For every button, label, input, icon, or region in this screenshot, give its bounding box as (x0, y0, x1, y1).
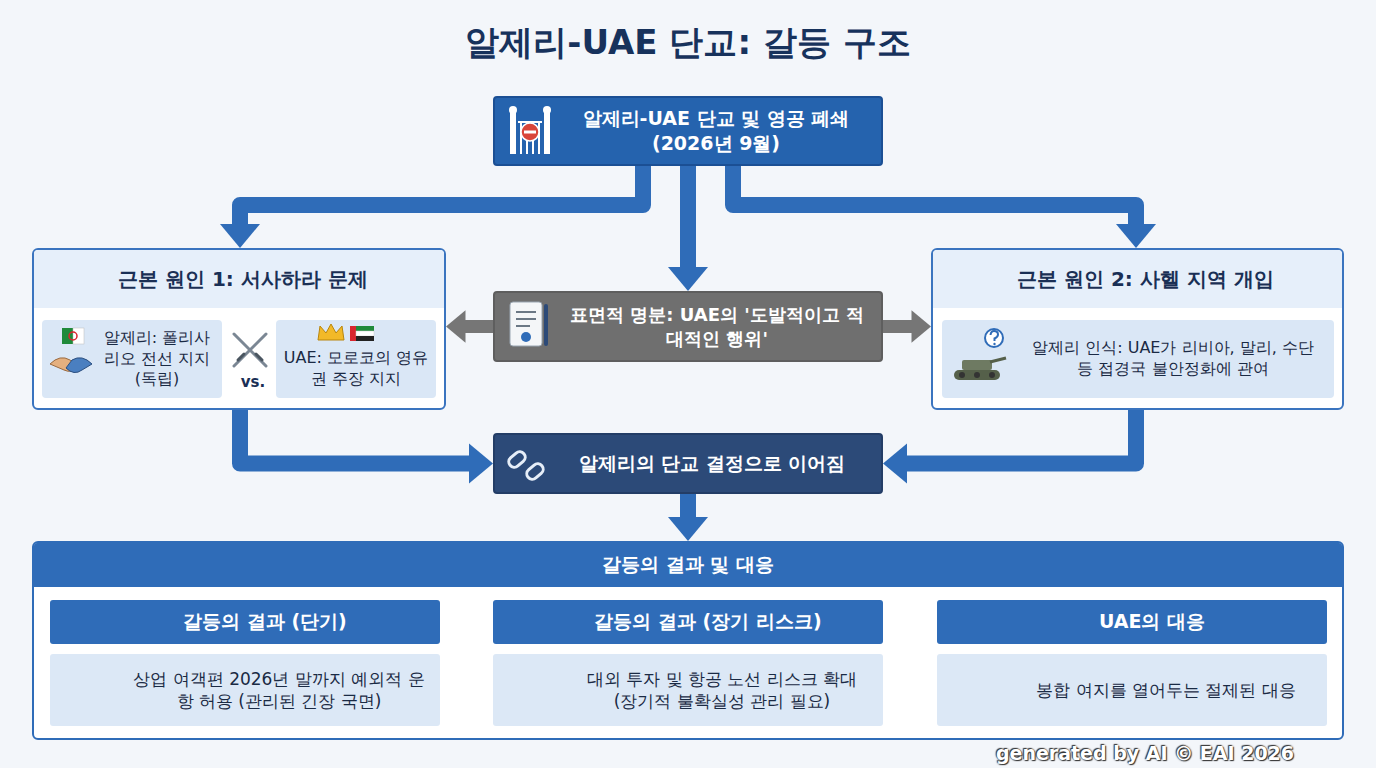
arrow-head (1116, 224, 1156, 248)
arrow-shaft (906, 410, 1136, 464)
column-heading: UAE의 대응 (937, 600, 1327, 644)
position-box: 알제리: 폴리사리오 전선 지지 (독립) (42, 320, 222, 398)
arrow-head (220, 224, 260, 248)
person-door-icon (952, 664, 1004, 710)
box-text: 표면적 명분: UAE의 '도발적이고 적대적인 행위' (567, 303, 867, 350)
panel-heading: 근본 원인 1: 서사하라 문제 (34, 250, 444, 308)
flow-arrow (220, 166, 643, 248)
column-body: 상업 여객편 2026년 말까지 예외적 운항 허용 (관리된 긴장 국면) (50, 654, 440, 726)
column-body: 봉합 여지를 열어두는 절제된 대응 (937, 654, 1327, 726)
arrow-head (469, 444, 493, 484)
arrow-shaft (465, 320, 494, 333)
map-warning-icon (949, 257, 1002, 302)
crossed-swords-icon (234, 334, 266, 366)
box-text: 알제리: 폴리사리오 전선 지지 (독립) (98, 328, 216, 390)
algeria-handshake-icon (50, 328, 92, 373)
outcome-column: 갈등의 결과 (단기) 상업 여객편 2026년 말까지 예외적 운항 허용 (관… (50, 600, 440, 726)
box-text: UAE: 모로코의 영유권 주장 지지 (282, 348, 430, 390)
diagram-title: 알제리-UAE 단교: 갈등 구조 (0, 20, 1376, 66)
broken-chain-icon (507, 450, 546, 482)
arrow-shaft (733, 166, 1136, 225)
downtrend-warning-icon (508, 666, 570, 714)
position-box: UAE: 모로코의 영유권 주장 지지 (276, 320, 436, 398)
versus-label: vs. (226, 373, 280, 391)
box-text: 알제리의 단교 결정으로 이어짐 (579, 451, 846, 476)
arrow-head (446, 310, 466, 343)
document-icon (510, 302, 546, 346)
plane-clock-icon (64, 668, 117, 711)
outcome-column: 갈등의 결과 (장기 리스크) 대외 투자 및 항공 노선 리스크 확대 (장기적… (493, 600, 883, 726)
handshake-icon (950, 615, 990, 631)
perception-box: 알제리 인식: UAE가 리비아, 말리, 수단 등 접경국 불안정화에 관여 (942, 320, 1334, 398)
box-text: 알제리-UAE 단교 및 영공 폐쇄 (2026년 9월) (565, 106, 867, 155)
flow-arrow (446, 310, 493, 343)
column-body: 대외 투자 및 항공 노선 리스크 확대 (장기적 불확실성 관리 필요) (493, 654, 883, 726)
crown-uae-flag-icon (318, 324, 374, 341)
flow-arrow (668, 494, 708, 541)
arrow-head (912, 310, 932, 343)
box-text: 알제리 인식: UAE가 리비아, 말리, 수단 등 접경국 불안정화에 관여 (1022, 338, 1324, 380)
flow-arrow (668, 166, 708, 291)
panel-heading: 갈등의 결과 및 대응 (34, 543, 1342, 587)
arrow-shaft (240, 410, 470, 464)
arrow-shaft (240, 166, 643, 225)
cause-panel: 근본 원인 2: 사헬 지역 개입알제리 인식: UAE가 리비아, 말리, 수… (931, 248, 1344, 410)
column-heading: 갈등의 결과 (단기) (50, 600, 440, 644)
column-heading: 갈등의 결과 (장기 리스크) (493, 600, 883, 644)
arrow-shaft (883, 320, 913, 333)
arrow-head (883, 444, 907, 484)
pretext-box: 표면적 명분: UAE의 '도발적이고 적대적인 행위' (493, 291, 883, 362)
flow-arrow (733, 166, 1156, 248)
arrow-shaft (680, 166, 696, 268)
event-box: 알제리-UAE 단교 및 영공 폐쇄 (2026년 9월) (493, 96, 883, 166)
calendar-icon (64, 610, 90, 634)
arrow-head (668, 517, 708, 541)
outcome-panel: 갈등의 결과 및 대응갈등의 결과 (단기) 상업 여객편 2026년 말까지 예… (32, 541, 1344, 740)
watermark: generated by AI © EAI 2026 (930, 742, 1360, 764)
arrow-shaft (680, 494, 696, 518)
flow-arrow (883, 310, 931, 343)
desert-flag-icon (66, 258, 122, 302)
outcome-column: UAE의 대응봉합 여지를 열어두는 절제된 대응 (937, 600, 1327, 726)
gate-icon (509, 106, 551, 154)
decision-box: 알제리의 단교 결정으로 이어짐 (493, 433, 883, 494)
cause-panel: 근본 원인 1: 서사하라 문제알제리: 폴리사리오 전선 지지 (독립) UAE… (32, 248, 446, 410)
bar-chart-icon (506, 608, 532, 634)
flow-arrow (883, 410, 1136, 484)
flow-arrow (240, 410, 493, 484)
tank-question-icon (954, 329, 1006, 380)
panel-heading: 근본 원인 2: 사헬 지역 개입 (933, 250, 1342, 308)
arrow-head (668, 267, 708, 291)
